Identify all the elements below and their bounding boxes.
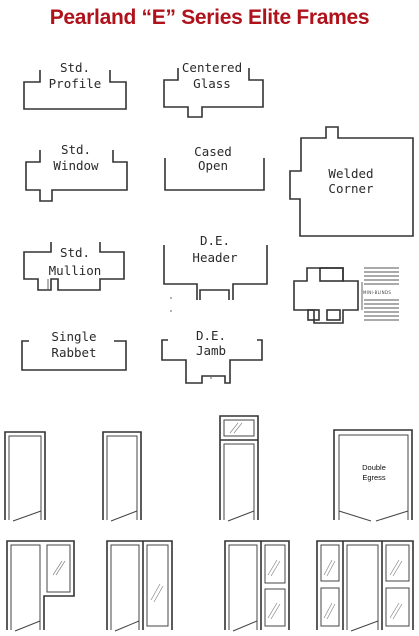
de-header-label-2: Header bbox=[192, 250, 238, 265]
std-profile-label-1: Std. bbox=[60, 60, 90, 75]
std-window-label-1: Std. bbox=[61, 142, 91, 157]
de-header-section: D.E. Header bbox=[163, 233, 268, 312]
std-window-label-2: Window bbox=[53, 158, 99, 173]
cased-open-label-2: Open bbox=[198, 158, 228, 173]
single-rabbet-label-1: Single bbox=[51, 329, 96, 344]
de-jamb-section: D.E. Jamb bbox=[161, 328, 263, 384]
mini-blinds-label: MINI-BLINDS bbox=[363, 290, 391, 295]
frame-door-double-sidelite bbox=[316, 540, 414, 632]
frame-door-sidelite-partial bbox=[6, 540, 75, 632]
frame-door-sidelite-full bbox=[106, 540, 173, 632]
welded-corner-label-1: Welded bbox=[328, 166, 373, 181]
single-rabbet-label-2: Rabbet bbox=[51, 345, 96, 360]
centered-glass-label-2: Glass bbox=[193, 76, 231, 91]
std-mullion-label-2: Mullion bbox=[49, 263, 102, 278]
std-window-section: Std. Window bbox=[25, 142, 128, 202]
frame-door-transom bbox=[219, 415, 259, 522]
std-profile-label-2: Profile bbox=[49, 76, 102, 91]
welded-corner-label-2: Corner bbox=[328, 181, 374, 196]
double-egress-label-2: Egress bbox=[362, 473, 386, 482]
single-rabbet-section: Single Rabbet bbox=[21, 329, 127, 371]
std-mullion-section: Std. Mullion bbox=[23, 242, 125, 291]
std-mullion-label-1: Std. bbox=[60, 245, 90, 260]
frame-double-egress: Double Egress bbox=[333, 429, 413, 522]
std-profile-section: Std. Profile bbox=[23, 60, 127, 110]
page-title: Pearland “E” Series Elite Frames bbox=[49, 6, 370, 29]
cased-open-label-1: Cased bbox=[194, 144, 232, 159]
de-jamb-label-2: Jamb bbox=[196, 343, 226, 358]
frame-single-door bbox=[4, 431, 46, 522]
de-header-label-1: D.E. bbox=[200, 233, 230, 248]
cased-open-section: Cased Open bbox=[164, 144, 265, 191]
centered-glass-section: Centered Glass bbox=[163, 60, 264, 118]
frame-single-door-2 bbox=[102, 431, 142, 522]
frame-door-sidelite-mullion bbox=[224, 540, 290, 632]
de-jamb-label-1: D.E. bbox=[196, 328, 226, 343]
centered-glass-label-1: Centered bbox=[182, 60, 242, 75]
welded-corner-section: Welded Corner bbox=[289, 126, 414, 237]
double-egress-label-1: Double bbox=[362, 463, 386, 472]
mini-blinds-section: MINI-BLINDS bbox=[293, 267, 399, 324]
